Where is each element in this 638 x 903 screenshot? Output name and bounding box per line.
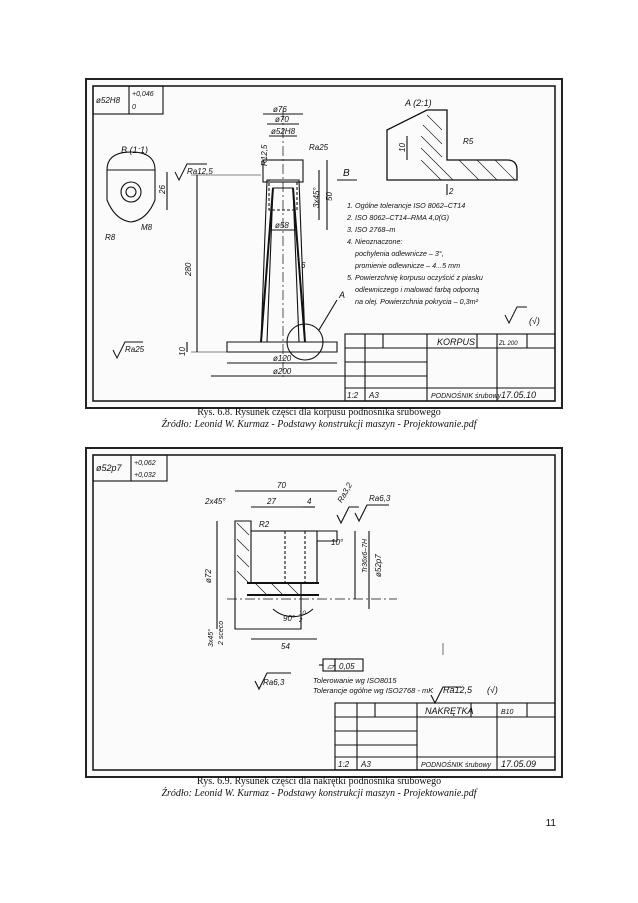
dim-l54: 54 <box>281 642 290 651</box>
dim-tol-upper: 10 <box>299 611 306 617</box>
tb2-assembly: PODNOŚNIK śrubowy <box>421 760 492 769</box>
note-2: 2. ISO 8062–CT14–RMA 4,0(G) <box>346 213 449 222</box>
dim-d120: ø120 <box>273 354 292 363</box>
note-1: 1. Ogólne tolerancje ISO 8062–CT14 <box>347 201 465 210</box>
note-5b: na olej. Powierzchnia pokrycia – 0,3m² <box>355 297 479 306</box>
korpus-drawing: ø52H8 +0,046 0 B (1:1) A (2:1) ø76 ø70 ø… <box>92 85 556 402</box>
dim-a10: 10 <box>398 143 407 152</box>
tb1-part-name: KORPUS <box>437 337 475 347</box>
dim-d52h8: ø52H8 <box>271 127 296 136</box>
note-4a: pochylenia odlewnicze – 3°, <box>354 249 444 258</box>
roughness-ra63-bottom: Ra6,3 <box>263 678 285 687</box>
leader-a: A <box>338 290 345 300</box>
tolerance-fit: ø52H8 <box>96 96 121 105</box>
tolerance2-lower: +0,032 <box>134 472 156 479</box>
tb2-part-name: NAKRĘTKA <box>425 706 474 716</box>
dim-h26: 26 <box>158 185 167 195</box>
dim-wall6: 6 <box>301 261 306 270</box>
dim-d52p7: ø52p7 <box>374 554 383 577</box>
dim-chamfer: 3x45° <box>312 187 321 208</box>
dim-h280: 280 <box>184 262 193 277</box>
dim-d72: ø72 <box>204 569 213 583</box>
dim-r5: R5 <box>463 137 474 146</box>
caption-figure-1: Rys. 6.8. Rysunek części dla korpusu pod… <box>0 407 638 431</box>
dim-r8: R8 <box>105 233 116 242</box>
roughness-general: (√) <box>529 316 540 326</box>
dim-thread: Tr36x6–7H <box>362 538 369 573</box>
tolerance2-fit: ø52p7 <box>96 463 123 473</box>
tb2-format: A3 <box>360 760 371 769</box>
tb2-date: 17.05.09 <box>501 759 536 769</box>
dim-r125: R12,5 <box>260 144 269 166</box>
dim-c2x45: 2x45° <box>204 497 226 506</box>
caption-1-source: Źródło: Leonid W. Kurmaz - Podstawy kons… <box>161 419 477 430</box>
note-4b: promienie odlewnicze – 4...5 mm <box>354 261 460 270</box>
tolerance-upper: +0,046 <box>132 91 154 98</box>
dim-d70: ø70 <box>275 115 289 124</box>
caption-figure-2: Rys. 6.9. Rysunek części dla nakrętki po… <box>0 776 638 800</box>
tb2-scale: 1:2 <box>338 760 350 769</box>
roughness-ra63-top: Ra6,3 <box>369 494 391 503</box>
dim-h10: 10 <box>178 347 187 356</box>
caption-2-source: Źródło: Leonid W. Kurmaz - Podstawy kons… <box>161 788 477 799</box>
tb1-date: 17.05.10 <box>501 390 536 400</box>
flatness-value: 0,05 <box>339 662 355 671</box>
dim-d58: ø58 <box>275 221 289 230</box>
dim-a2: 2 <box>448 187 454 196</box>
roughness2-mark: (√) <box>487 685 498 695</box>
dim-angle10: 10° <box>331 538 344 547</box>
tolerance-lower: 0 <box>132 104 136 111</box>
note2-1: Tolerowanie wg ISO8015 <box>313 676 397 685</box>
caption-2-title: Rys. 6.9. Rysunek części dla nakrętki po… <box>196 776 442 787</box>
figure-nakretka: ø52p7 +0,062 +0,032 70 27 4 2x45° R2 Ra3… <box>85 447 563 778</box>
dim-r2: R2 <box>259 520 270 529</box>
note-4: 4. Nieoznaczone: <box>347 237 403 246</box>
dim-angle90: 90° <box>283 614 296 623</box>
view-a-label: A (2:1) <box>404 98 432 108</box>
roughness-ra25-top: Ra25 <box>309 143 329 152</box>
dim-chamfer2-note: 2 sceco <box>218 621 225 646</box>
roughness2-general: Ra12,5 <box>443 685 473 695</box>
note2-2: Tolerancje ogólne wg ISO2768 - mK <box>313 686 434 695</box>
tb1-material: ZL 200 <box>498 341 518 347</box>
dim-l27: 27 <box>266 497 276 506</box>
dim-d200: ø200 <box>273 367 292 376</box>
view-b-label: B (1:1) <box>121 145 148 155</box>
roughness-ra125: Ra12,5 <box>187 167 213 176</box>
tolerance2-upper: +0,062 <box>134 460 156 467</box>
nakretka-drawing: ø52p7 +0,062 +0,032 70 27 4 2x45° R2 Ra3… <box>92 454 556 771</box>
dim-h50: 50 <box>325 192 334 201</box>
note-5: 5. Powierzchnię korpusu oczyścić z piask… <box>347 273 483 282</box>
page-number: 11 <box>545 818 556 829</box>
dim-m8: M8 <box>141 223 153 232</box>
tb2-material: B10 <box>501 709 514 716</box>
note-3: 3. ISO 2768–m <box>347 225 395 234</box>
tb1-scale: 1:2 <box>347 391 359 400</box>
dim-l4: 4 <box>307 497 312 506</box>
note-5a: odlewniczego i malować farbą odporną <box>355 285 479 294</box>
arrow-b: B <box>343 168 350 179</box>
tb1-format: A3 <box>368 391 379 400</box>
roughness-ra32: Ra3,2 <box>336 481 355 504</box>
dim-tol-lower: 2 <box>298 618 303 624</box>
dim-chamfer2: 3x45° <box>207 629 215 647</box>
dim-d76: ø76 <box>273 105 287 114</box>
dim-l70: 70 <box>277 481 286 490</box>
tb1-assembly: PODNOŚNIK śrubowy <box>431 391 502 400</box>
roughness-ra25-base: Ra25 <box>125 345 145 354</box>
figure-korpus: ø52H8 +0,046 0 B (1:1) A (2:1) ø76 ø70 ø… <box>85 78 563 409</box>
caption-1-title: Rys. 6.8. Rysunek części dla korpusu pod… <box>197 407 441 418</box>
flatness-symbol: ▱ <box>327 661 335 671</box>
